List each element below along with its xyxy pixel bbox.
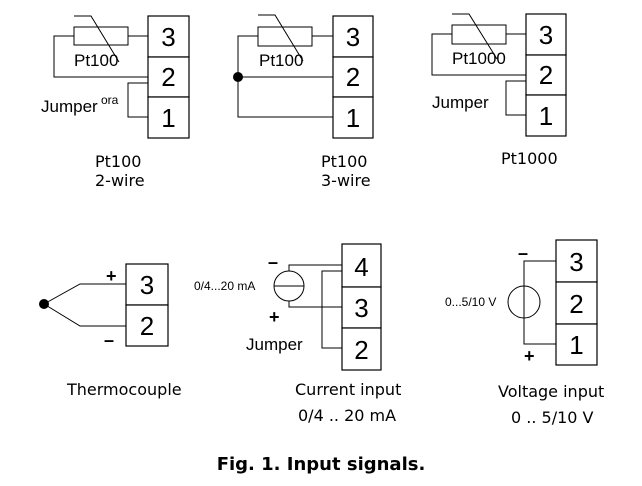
terminal-3-label: 3 — [346, 22, 360, 52]
terminal-2-label: 2 — [161, 62, 175, 92]
caption-line1: Pt100 — [95, 152, 141, 171]
terminal-2-label: 2 — [354, 335, 368, 365]
terminal-1 — [555, 323, 598, 366]
terminal-3 — [525, 13, 567, 56]
terminal-1 — [147, 96, 190, 139]
terminal-4 — [341, 243, 382, 288]
diagram-pt100-2wire: 3 2 1 Pt100 Jumper ora Pt100 2-wire — [41, 15, 190, 190]
thermocouple-wire-negative — [43, 303, 126, 327]
jumper-label: Jumper — [246, 335, 303, 354]
terminal-2 — [125, 304, 169, 347]
terminal-1-label: 1 — [569, 330, 583, 360]
terminal-4-label: 4 — [354, 252, 368, 282]
caption-line1: Pt1000 — [501, 149, 558, 168]
source-label: 0/4...20 mA — [194, 279, 255, 293]
minus-sign: – — [104, 330, 114, 350]
caption-line1: Thermocouple — [66, 380, 182, 399]
terminal-2-label: 2 — [539, 60, 553, 90]
terminal-1-label: 1 — [346, 103, 360, 133]
diagram-voltage-input: 3 2 1 0...5/10 V – + Voltage input 0 .. … — [445, 239, 604, 427]
caption-line2: 2-wire — [95, 171, 145, 190]
minus-sign: – — [268, 252, 278, 272]
jumper-wire — [127, 82, 148, 118]
terminal-3 — [341, 286, 382, 329]
jumper-wire — [505, 80, 526, 116]
rtd-arrow-icon — [258, 14, 304, 62]
terminal-2 — [341, 327, 382, 371]
terminal-2 — [525, 54, 567, 96]
plus-sign: + — [106, 266, 117, 286]
terminal-3-label: 3 — [569, 247, 583, 277]
caption-line2: 0/4 .. 20 mA — [298, 406, 396, 425]
thermocouple-wire-positive — [43, 283, 126, 305]
rtd-arrow-icon — [452, 13, 498, 60]
diagram-pt100-3wire: 3 2 1 Pt100 Pt100 3-wire — [233, 14, 374, 190]
wire — [288, 301, 342, 308]
terminal-3-label: 3 — [354, 293, 368, 323]
terminal-3-label: 3 — [161, 22, 175, 52]
caption-line1: Current input — [295, 380, 401, 399]
terminal-2-label: 2 — [346, 62, 360, 92]
terminal-1-label: 1 — [539, 101, 553, 131]
terminal-2 — [147, 56, 190, 98]
wire — [288, 264, 342, 271]
terminal-1 — [332, 96, 374, 139]
source-label: 0...5/10 V — [445, 295, 496, 309]
terminal-2-label: 2 — [140, 311, 154, 341]
diagram-thermocouple: 3 2 + – Thermocouple — [39, 263, 182, 399]
caption-line2: 3-wire — [321, 171, 371, 190]
terminal-2-label: 2 — [569, 289, 583, 319]
terminal-2 — [555, 281, 598, 325]
terminal-3 — [555, 239, 598, 283]
wire — [431, 33, 526, 76]
caption-line2: 0 .. 5/10 V — [511, 408, 594, 427]
resistor-icon — [73, 26, 129, 46]
terminal-3-label: 3 — [539, 20, 553, 50]
diagram-pt1000: 3 2 1 Pt1000 Jumper Pt1000 — [431, 13, 567, 168]
diagram-current-input: 4 3 2 0/4...20 mA – + Jumper Current inp… — [194, 243, 401, 425]
plus-sign: + — [269, 307, 280, 327]
resistor-label: Pt100 — [74, 51, 118, 70]
terminal-3-label: 3 — [140, 270, 154, 300]
jumper-label: Jumper — [41, 97, 98, 116]
thermocouple-junction-icon — [39, 299, 49, 309]
minus-sign: – — [518, 243, 528, 263]
resistor-icon — [257, 26, 313, 47]
resistor-icon — [451, 24, 507, 45]
caption-line1: Voltage input — [498, 382, 604, 401]
resistor-label: Pt1000 — [452, 49, 506, 68]
stray-text: ora — [101, 93, 119, 107]
rtd-arrow-icon — [74, 15, 120, 63]
jumper-label: Jumper — [432, 93, 489, 112]
wire — [523, 260, 556, 345]
terminal-1-label: 1 — [161, 103, 175, 133]
caption-line1: Pt100 — [321, 152, 367, 171]
figure-title: Fig. 1. Input signals. — [217, 454, 426, 475]
resistor-label: Pt100 — [259, 51, 303, 70]
plus-sign: + — [524, 346, 535, 366]
junction-dot-icon — [233, 72, 243, 82]
jumper-wire — [321, 270, 342, 349]
wire — [53, 35, 148, 78]
